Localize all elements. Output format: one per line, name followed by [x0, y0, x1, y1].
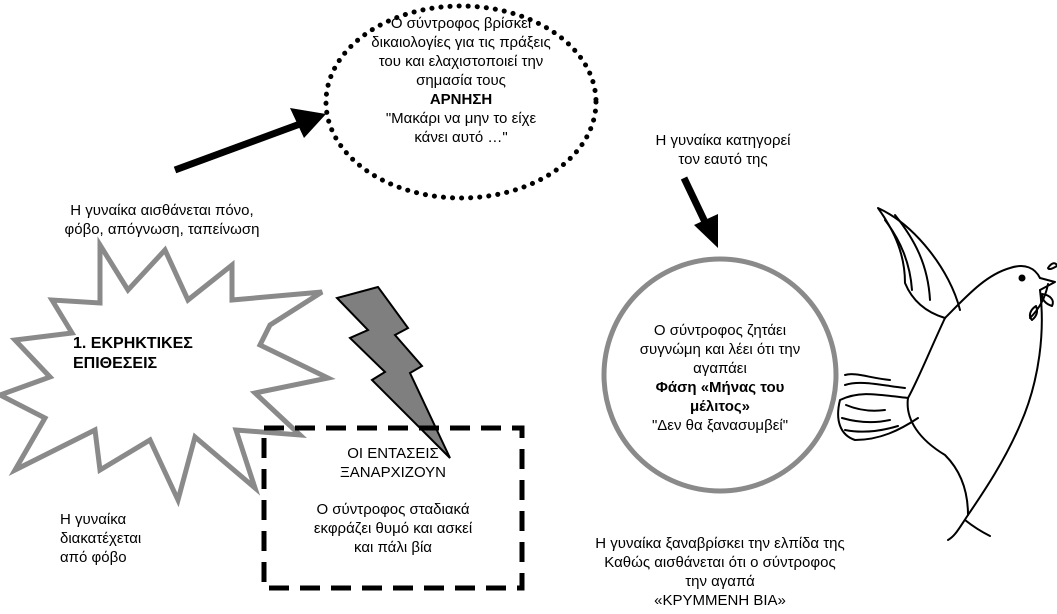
tension-body-line: εκφράζει θυμό και ασκεί — [313, 520, 473, 537]
woman-blames-line: Η γυναίκα κατηγορεί — [655, 132, 791, 149]
honeymoon-text: Ο σύντροφος ζητάει συγνώμη και λέει ότι … — [608, 321, 832, 435]
denial-heading: ΑΡΝΗΣΗ — [429, 91, 493, 108]
denial-quote-line: "Μακάρι να μην το είχε — [385, 110, 537, 127]
woman-feels-text: Η γυναίκα αισθάνεται πόνο, φόβο, απόγνωσ… — [42, 201, 282, 239]
tension-title-line: ΞΑΝΑΡΧΙΖΟΥΝ — [340, 464, 446, 481]
explosion-burst-icon — [0, 236, 336, 508]
denial-line: Ο σύντροφος βρίσκει — [390, 15, 532, 32]
honeymoon-line: αγαπάει — [693, 360, 747, 377]
woman-feels-line: Η γυναίκα αισθάνεται πόνο, — [70, 202, 254, 219]
denial-quote-line: κάνει αυτό …" — [414, 129, 508, 146]
honeymoon-circle — [601, 256, 839, 494]
tension-text: ΟΙ ΕΝΤΑΣΕΙΣ ΞΑΝΑΡΧΙΖΟΥΝ Ο σύντροφος σταδ… — [270, 444, 516, 557]
woman-fear-line: από φόβο — [60, 549, 127, 566]
woman-fear-text: Η γυναίκα διακατέχεται από φόβο — [60, 510, 200, 567]
denial-line: σημασία τους — [416, 72, 506, 89]
denial-ellipse — [323, 3, 599, 201]
dove-with-olive-branch-icon — [837, 207, 1057, 541]
woman-blames-line: τον εαυτό της — [678, 151, 768, 168]
honeymoon-phase-line: Φάση «Μήνας του — [655, 379, 785, 396]
denial-text: Ο σύντροφος βρίσκει δικαιολογίες για τις… — [330, 14, 592, 147]
hope-line: την αγαπά — [685, 573, 755, 590]
hope-line: Η γυναίκα ξαναβρίσκει την ελπίδα της — [595, 535, 845, 552]
denial-line: του και ελαχιστοποιεί την — [378, 53, 544, 70]
hope-line: «ΚΡΥΜΜΕΝΗ ΒΙΑ» — [654, 592, 786, 609]
denial-line: δικαιολογίες για τις πράξεις — [371, 34, 551, 51]
woman-feels-line: φόβο, απόγνωση, ταπείνωση — [64, 221, 260, 238]
woman-fear-line: Η γυναίκα — [60, 511, 127, 528]
honeymoon-line: συγνώμη και λέει ότι την — [639, 341, 801, 358]
arrow-to-honeymoon-icon — [680, 176, 718, 248]
explosive-attacks-label: 1. ΕΚΡΗΚΤΙΚΕΣ ΕΠΙΘΕΣΕΙΣ — [73, 334, 253, 374]
honeymoon-phase-line: μέλιτος» — [689, 398, 751, 415]
lightning-bolt-icon — [335, 285, 451, 459]
explosive-line: 1. ΕΚΡΗΚΤΙΚΕΣ — [73, 335, 193, 352]
tension-box — [261, 425, 525, 591]
explosive-line: ΕΠΙΘΕΣΕΙΣ — [73, 355, 158, 372]
arrow-to-denial-icon — [173, 108, 326, 174]
honeymoon-line: Ο σύντροφος ζητάει — [653, 322, 787, 339]
hope-line: Καθώς αισθάνεται ότι ο σύντροφος — [604, 554, 836, 571]
tension-title-line: ΟΙ ΕΝΤΑΣΕΙΣ — [347, 445, 439, 462]
honeymoon-quote: "Δεν θα ξανασυμβεί" — [651, 417, 789, 434]
woman-fear-line: διακατέχεται — [60, 530, 142, 547]
tension-body-line: Ο σύντροφος σταδιακά — [316, 501, 470, 518]
woman-blames-text: Η γυναίκα κατηγορεί τον εαυτό της — [618, 131, 828, 169]
tension-body-line: και πάλι βία — [354, 539, 432, 556]
hope-text: Η γυναίκα ξαναβρίσκει την ελπίδα της Καθ… — [565, 534, 875, 610]
